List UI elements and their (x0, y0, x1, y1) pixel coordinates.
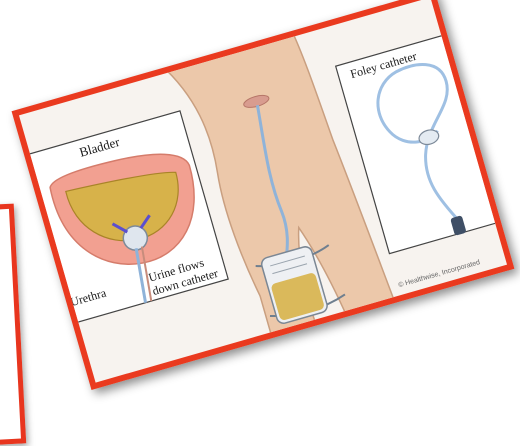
bladder-inset (26, 111, 228, 323)
illustration-scene: Bladder Urethra Urine flows down cathete… (19, 0, 507, 383)
catheter-illustration (19, 0, 507, 383)
background-photo-card (0, 204, 26, 446)
catheter-illustration-card: Bladder Urethra Urine flows down cathete… (12, 0, 515, 390)
